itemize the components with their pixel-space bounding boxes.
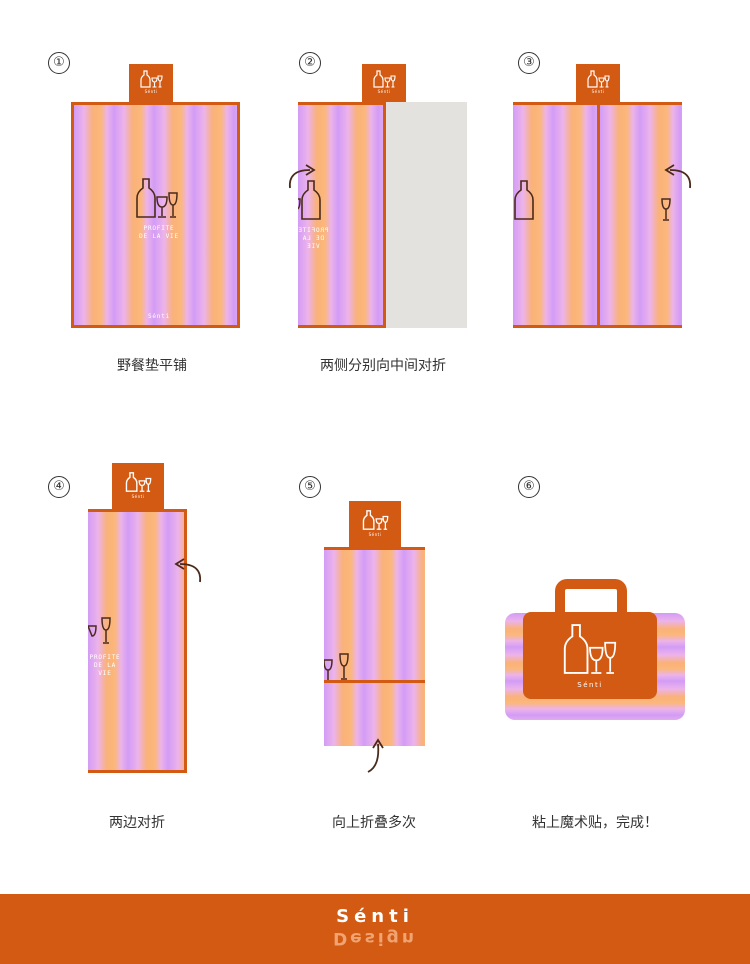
bottle-glasses-icon bbox=[324, 653, 349, 680]
bottle-glasses-icon bbox=[125, 472, 152, 492]
step-6-bag-handle bbox=[555, 579, 627, 639]
step-4-tab: Sénti bbox=[112, 463, 164, 511]
step-2-tab: Sénti bbox=[362, 64, 406, 104]
tab-label: Sénti bbox=[368, 532, 382, 537]
step-3-left-fold bbox=[513, 102, 600, 328]
step-6-number: ⑥ bbox=[518, 476, 540, 498]
step-6-bag-flap: Sénti bbox=[523, 612, 657, 699]
tab-label: Sénti bbox=[144, 89, 158, 94]
step-1-tab: Sénti bbox=[129, 64, 173, 104]
step-2-number: ② bbox=[299, 52, 321, 74]
mat-bottom-label: Sénti bbox=[147, 313, 171, 320]
step-2-folded-mat: PROFITE DE LA VIE bbox=[298, 102, 386, 328]
slogan-line-1-mirrored: PROFITE bbox=[297, 227, 329, 234]
curved-arrow-icon bbox=[288, 164, 316, 189]
slogan-line-1: PROFITE bbox=[143, 225, 175, 232]
step-3-right-fold bbox=[597, 102, 682, 328]
bottle-glasses-icon bbox=[563, 624, 617, 674]
bottle-glasses-icon bbox=[136, 178, 178, 218]
curved-arrow-icon bbox=[664, 164, 692, 189]
bottle-glasses-icon bbox=[88, 617, 111, 644]
bottle-glasses-icon bbox=[140, 70, 163, 88]
bag-label: Sénti bbox=[577, 681, 603, 689]
step-3-number: ③ bbox=[518, 52, 540, 74]
slogan-line-2-mirrored: DE LA VIE bbox=[301, 235, 325, 250]
footer-brand-reflection: Design bbox=[333, 928, 417, 948]
step-4-number: ④ bbox=[48, 476, 70, 498]
step-4-caption: 两边对折 bbox=[109, 815, 165, 831]
step-1-caption: 野餐垫平铺 bbox=[117, 358, 187, 374]
bottle-glasses-icon bbox=[587, 70, 610, 88]
bottle-glasses-icon bbox=[661, 198, 671, 221]
footer-brand: Sénti bbox=[336, 906, 414, 927]
step-1-number: ① bbox=[48, 52, 70, 74]
slogan-line-2: DE LA VIE bbox=[93, 662, 117, 677]
step-5-lower-fold bbox=[324, 680, 425, 746]
step-5-caption: 向上折叠多次 bbox=[332, 815, 416, 831]
slogan-line-1: PROFITE bbox=[89, 654, 121, 661]
bottle-glasses-icon bbox=[514, 180, 534, 220]
curved-arrow-icon bbox=[174, 558, 202, 583]
step-1-mat: PROFITE DE LA VIE Sénti bbox=[71, 102, 240, 328]
curved-arrow-icon bbox=[367, 738, 384, 773]
footer-bar: Sénti Design bbox=[0, 894, 750, 964]
tab-label: Sénti bbox=[131, 494, 145, 499]
step-5-upper-fold bbox=[324, 547, 425, 683]
step-6-caption: 粘上魔术贴，完成！ bbox=[532, 815, 658, 831]
tab-label: Sénti bbox=[591, 89, 605, 94]
tab-label: Sénti bbox=[377, 89, 391, 94]
step-4-folded-mat: PROFITE DE LA VIE bbox=[88, 509, 187, 773]
bottle-glasses-icon bbox=[362, 510, 389, 530]
bottle-glasses-icon bbox=[298, 180, 321, 220]
step-5-tab: Sénti bbox=[349, 501, 401, 549]
step-5-number: ⑤ bbox=[299, 476, 321, 498]
step-3-tab: Sénti bbox=[576, 64, 620, 104]
step-2-grey-area bbox=[383, 102, 467, 328]
bottle-glasses-icon bbox=[373, 70, 396, 88]
step-2-caption: 两侧分别向中间对折 bbox=[320, 358, 446, 374]
slogan-line-2: DE LA VIE bbox=[139, 233, 179, 240]
